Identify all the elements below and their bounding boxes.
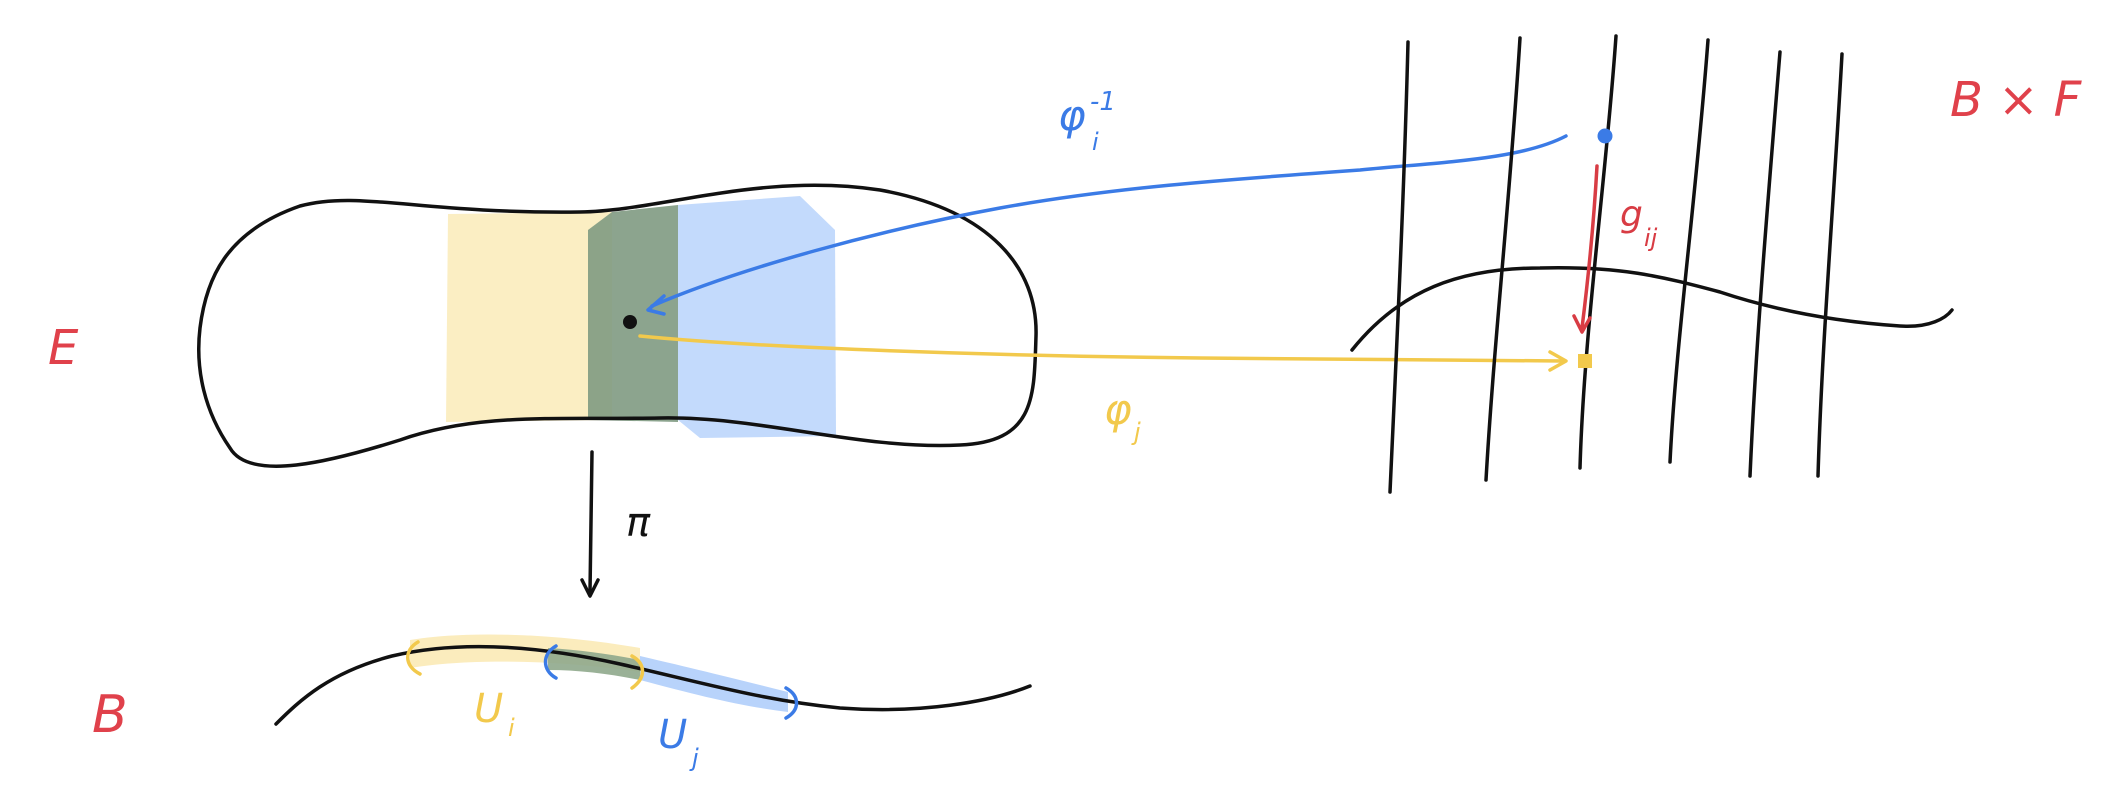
chart-phi-j-arrow bbox=[638, 334, 1564, 363]
open-set-uj-left-paren bbox=[543, 644, 558, 680]
label-base-space: B bbox=[92, 685, 128, 745]
fiber-line bbox=[1816, 52, 1844, 478]
label-open-set-i: U bbox=[474, 686, 503, 732]
label-transition: g bbox=[1620, 194, 1643, 235]
fiber-line bbox=[1578, 34, 1618, 470]
label-transition-sub: ij bbox=[1644, 224, 1658, 252]
label-chart-inverse-sub: i bbox=[1092, 128, 1099, 156]
base-space bbox=[274, 634, 1032, 726]
transition-arrowhead bbox=[1572, 314, 1592, 334]
label-total-space: E bbox=[48, 320, 79, 376]
transition-arrow bbox=[1580, 164, 1599, 330]
label-open-set-j-sub: j bbox=[689, 744, 699, 772]
chart-phi-i-inverse-arrowhead bbox=[646, 294, 666, 316]
fiber-line bbox=[1484, 36, 1522, 482]
fiber-line bbox=[1748, 50, 1782, 478]
preimage-overlap-shading bbox=[588, 205, 678, 422]
open-set-ui-right-paren bbox=[630, 654, 645, 690]
label-open-set-i-sub: i bbox=[508, 714, 515, 742]
point-phi-j bbox=[1578, 354, 1592, 368]
section-curve bbox=[1350, 266, 1954, 352]
label-chart-inverse: φ bbox=[1058, 91, 1086, 140]
total-space-outline bbox=[197, 183, 1038, 468]
labels: E B B × F π φ -1 i φ j g ij U i U j bbox=[48, 72, 2083, 772]
product-space bbox=[1350, 34, 1954, 494]
fiber-line bbox=[1388, 40, 1410, 494]
projection-arrowhead bbox=[580, 578, 600, 598]
point-phi-i bbox=[1597, 128, 1613, 144]
point-in-fiber bbox=[623, 315, 637, 329]
preimage-uj-shading bbox=[678, 196, 836, 438]
label-projection: π bbox=[626, 500, 651, 546]
chart-phi-j-arrowhead bbox=[1548, 350, 1568, 372]
open-set-ui-left-paren bbox=[406, 640, 422, 676]
label-product-space: B × F bbox=[1950, 72, 2083, 128]
label-chart: φ bbox=[1104, 385, 1132, 434]
label-chart-sub: j bbox=[1131, 418, 1141, 446]
chart-arrows bbox=[638, 134, 1568, 372]
open-set-uj-shading bbox=[640, 656, 788, 712]
chart-phi-i-inverse-arrow bbox=[650, 134, 1568, 308]
projection-arrow bbox=[588, 450, 594, 594]
fiber-line bbox=[1668, 38, 1710, 464]
label-open-set-j: U bbox=[658, 712, 687, 758]
label-chart-inverse-sup: -1 bbox=[1090, 87, 1116, 117]
base-curve bbox=[274, 645, 1032, 726]
open-set-uj-right-paren bbox=[784, 686, 799, 720]
preimage-ui-shading bbox=[446, 212, 612, 422]
projection bbox=[580, 450, 600, 598]
